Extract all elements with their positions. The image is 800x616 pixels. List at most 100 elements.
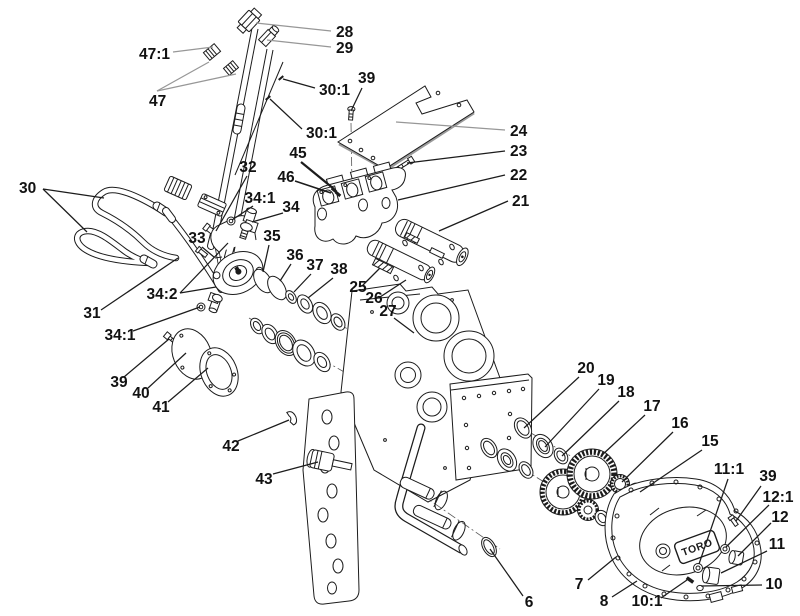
pin-6-a [399,476,448,511]
pin-6-b [412,504,466,541]
callout-12: 12 [737,509,789,557]
part-number-label: 30:1 [319,82,350,99]
clamp-bracket [312,161,406,245]
bolt-10-1 [685,576,695,584]
roller-hardware [393,232,455,282]
chaincase-cover: TORO [604,477,762,604]
part-number-label: 19 [597,372,615,389]
callout-18: 18 [561,384,635,457]
clamp-block-b [197,193,227,217]
callout-36: 36 [279,247,304,282]
callout-39: 39 [350,70,376,112]
roller-pin-25 [371,257,395,275]
callout-38: 38 [307,261,348,299]
gearbox-housing [302,283,533,605]
part-number-label: 39 [759,468,777,485]
callout-46: 46 [277,169,332,194]
part-number-label: 46 [277,169,295,186]
part-number-label: 17 [643,398,660,415]
hose-30-upper [91,186,180,262]
part-number-label: 39 [110,374,128,391]
part-number-label: 38 [330,261,348,278]
part-number-label: 10:1 [631,593,662,610]
callout-35: 35 [262,228,281,273]
washer-12-1 [720,544,730,554]
callout-20: 20 [523,360,595,429]
bolt-small-left [194,245,209,259]
part-number-label: 28 [336,24,354,41]
part-number-label: 23 [510,143,528,160]
part-number-label: 47:1 [139,46,170,63]
part-number-label: 11 [769,536,786,553]
callout-37: 37 [293,257,324,293]
part-number-label: 39 [358,70,376,87]
bolt-39-right [727,514,739,528]
callout-22: 22 [397,167,527,201]
callout-7: 7 [575,556,617,593]
callout-30-1: 30:1 [282,78,350,99]
callout-34: 34 [251,199,300,223]
part-number-label: 18 [617,384,635,401]
callout-30: 30 [19,180,105,233]
part-number-label: 11:1 [714,461,745,478]
callout-24: 24 [395,121,528,140]
callout-11: 11 [720,536,786,574]
gear-17 [566,448,618,500]
bearing-19 [532,433,554,459]
callout-27: 27 [379,303,415,334]
callout-21: 21 [438,193,530,232]
part-number-label: 10 [765,576,782,593]
plug-10 [696,584,704,592]
callout-41: 41 [152,367,209,416]
part-number-label: 20 [577,360,594,377]
callout-11-1: 11:1 [698,461,745,565]
part-number-label: 36 [286,247,304,264]
elbow-fitting-34 [239,207,259,240]
crank-handle-43 [306,448,353,472]
part-number-label: 34:1 [244,190,275,207]
callout-42: 42 [222,419,290,455]
callout-12-1: 12:1 [725,489,794,548]
part-number-label: 6 [525,594,534,611]
part-number-label: 45 [289,145,307,162]
callout-8: 8 [600,580,638,610]
fitting-29 [257,25,280,48]
part-number-label: 25 [349,279,367,296]
part-number-label: 47 [149,93,166,110]
part-number-label: 30 [19,180,36,197]
part-number-label: 29 [336,40,354,57]
callout-47: 47 [149,61,237,110]
part-number-label: 15 [701,433,719,450]
key-42 [286,411,298,426]
callout-28: 28 [255,22,354,41]
callout-39: 39 [735,468,777,522]
clip-30-1-b [265,95,271,101]
seal-chain-lower [250,317,331,373]
bolt-39-top [347,106,356,121]
elbow-fitting-34-2 [207,291,223,314]
part-number-label: 7 [575,576,584,593]
callout-23: 23 [406,143,528,164]
part-number-label: 16 [671,415,689,432]
gasket-41 [199,347,239,397]
fitting-47-b [222,59,240,77]
callout-39: 39 [110,338,170,391]
part-number-label: 40 [132,385,149,402]
part-number-label: 12:1 [762,489,793,506]
callout-10: 10 [700,576,783,593]
part-number-label: 42 [222,438,239,455]
callout-16: 16 [621,415,689,483]
part-number-label: 35 [263,228,281,245]
callout-43: 43 [255,461,319,488]
callout-47-1: 47:1 [139,46,214,63]
callout-34-2: 34:2 [146,242,229,303]
callout-34-1: 34:1 [231,190,276,221]
hose-30-lower [74,227,158,269]
part-number-label: 27 [379,303,396,320]
plug-11 [701,566,721,585]
callout-40: 40 [132,352,187,402]
part-number-label: 41 [152,399,170,416]
callout-10-1: 10:1 [631,579,688,610]
